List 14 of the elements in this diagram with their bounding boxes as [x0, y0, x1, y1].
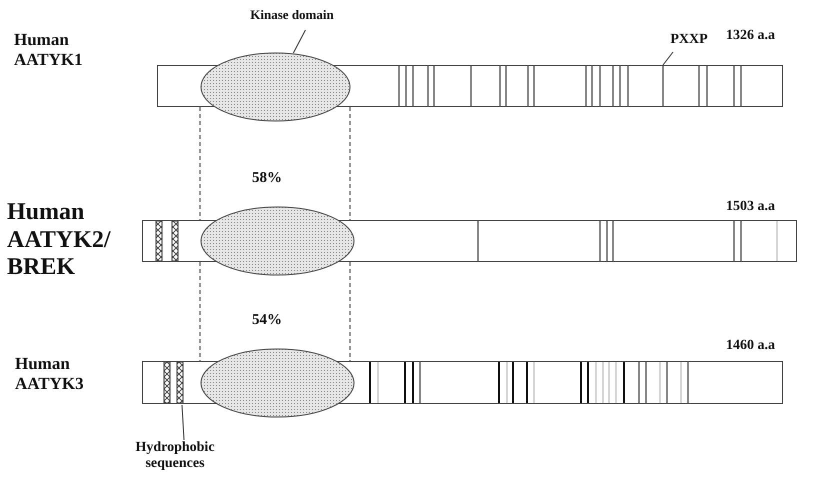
length-label: 1503 a.a — [726, 199, 775, 216]
length-label: 1460 a.a — [726, 338, 775, 354]
callout-label: PXXP — [669, 32, 709, 48]
protein-name: Human AATYK3 — [15, 354, 85, 394]
length-label: 1326 a.a — [726, 28, 775, 44]
protein-name: Human AATYK1 — [14, 30, 84, 70]
leader-line — [292, 30, 306, 54]
protein-name: Human AATYK2/ BREK — [7, 199, 112, 282]
callout-label: Kinase domain — [249, 8, 335, 23]
identity-percentage: 54% — [252, 312, 282, 330]
leader-line — [182, 404, 184, 440]
callout-label: Hydrophobic sequences — [134, 440, 216, 472]
identity-percentage: 58% — [252, 170, 282, 188]
leader-line — [662, 52, 674, 66]
